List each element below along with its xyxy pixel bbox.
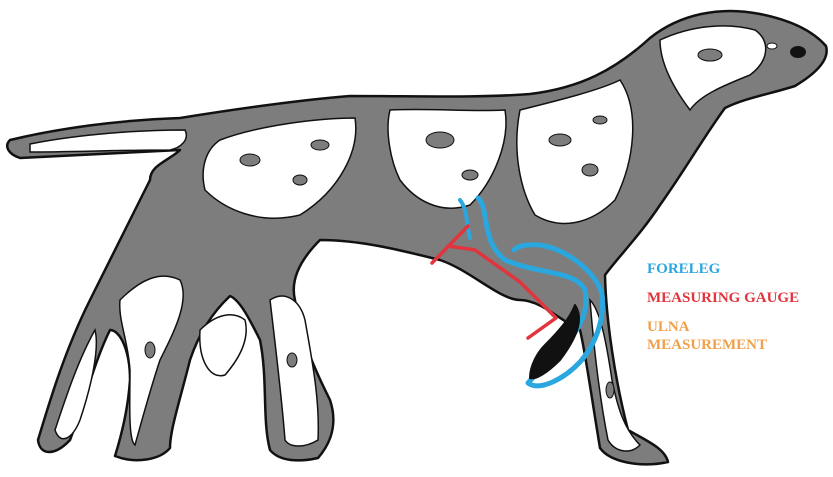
- nose-mark: [790, 46, 806, 58]
- legend-ulna-line1: ULNA: [647, 318, 767, 336]
- legend-measuring-gauge: MEASURING GAUGE: [647, 289, 799, 307]
- legend-foreleg: FORELEG: [647, 260, 720, 278]
- legend-ulna-measurement: ULNA MEASUREMENT: [647, 318, 767, 354]
- dog-silhouette: [7, 11, 826, 464]
- legend-ulna-line2: MEASUREMENT: [647, 336, 767, 354]
- eye-mark: [767, 43, 777, 49]
